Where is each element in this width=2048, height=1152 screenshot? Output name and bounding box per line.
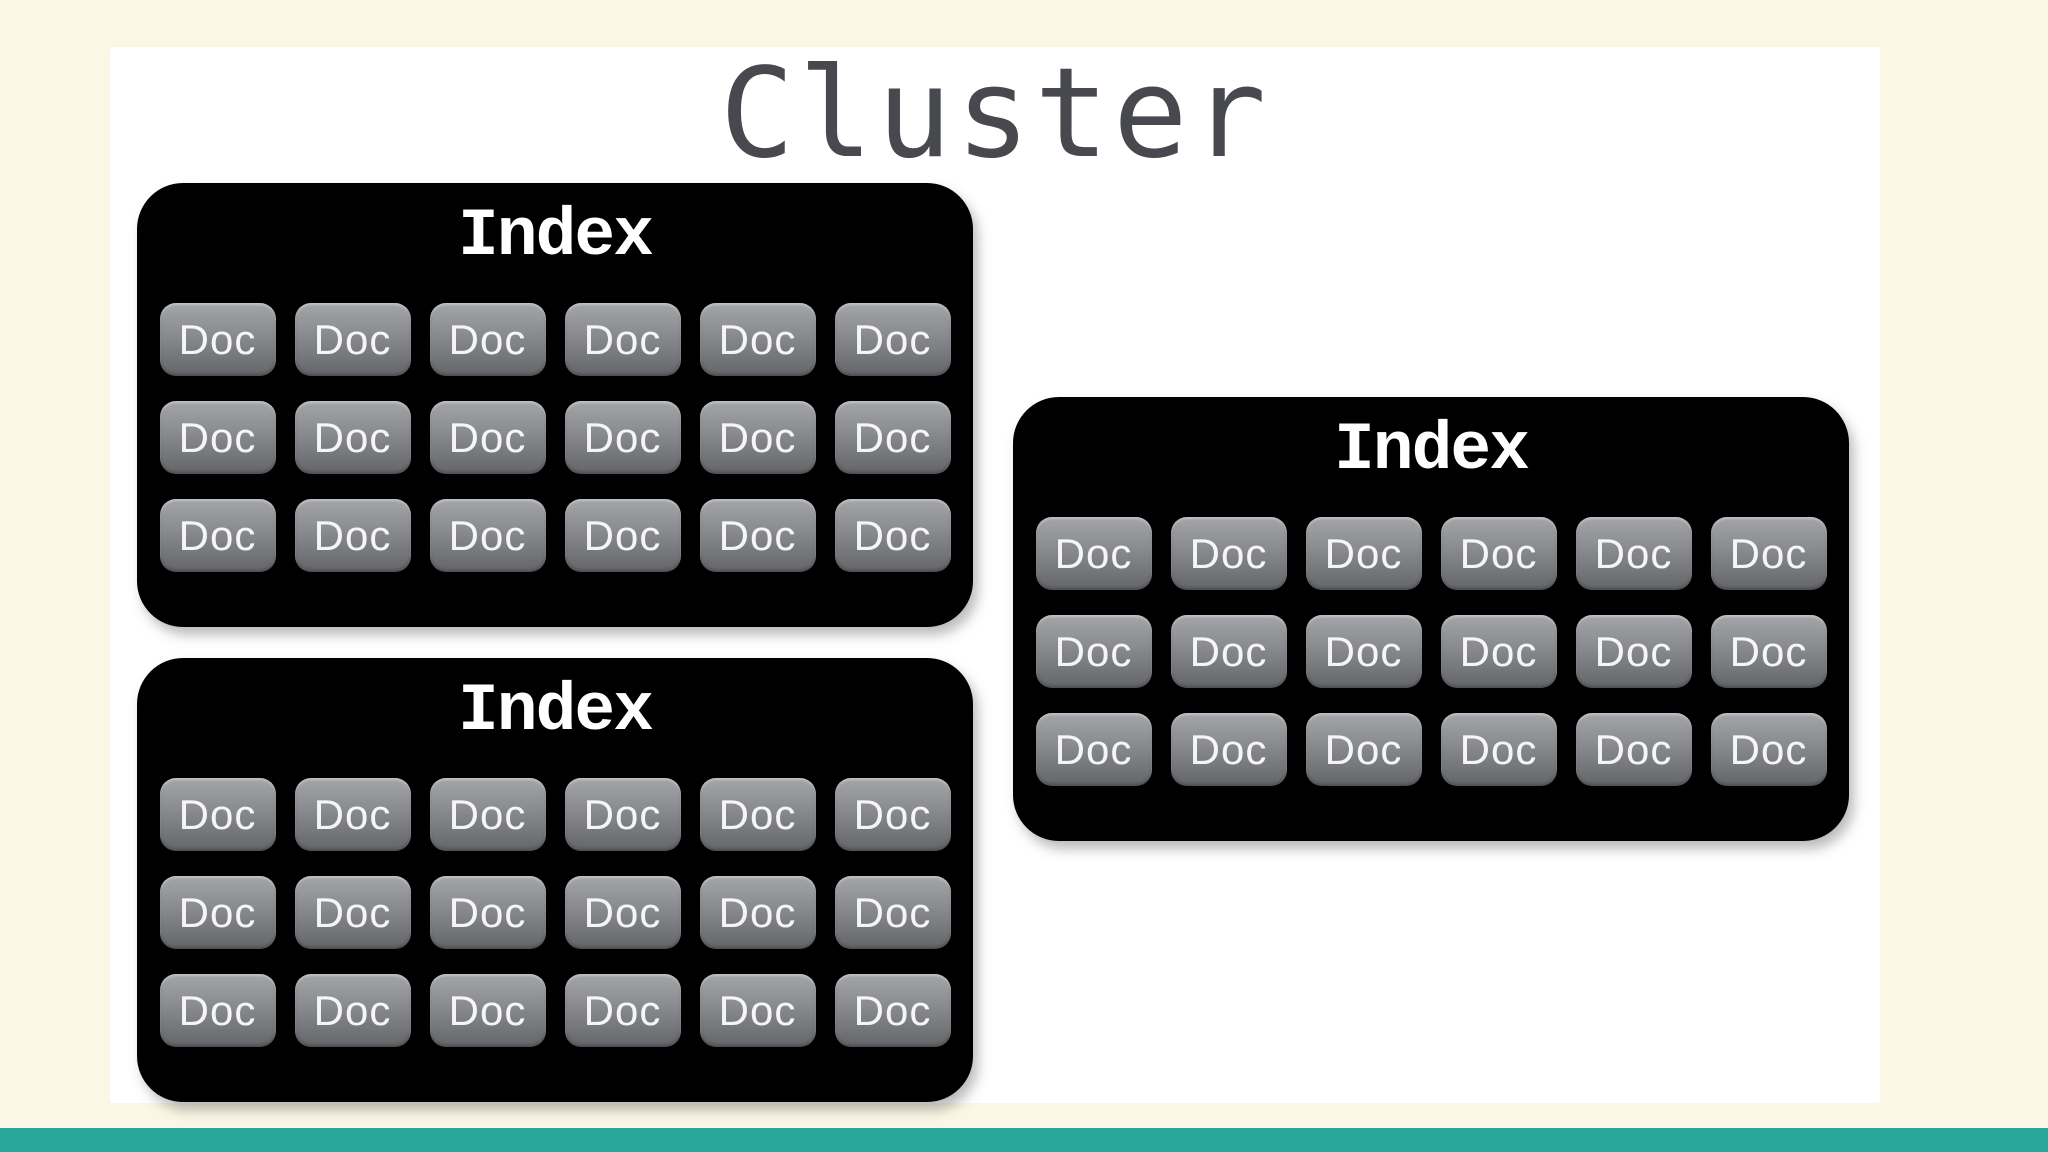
index-box-3-label: Index: [1333, 411, 1530, 489]
doc-chip: Doc: [294, 303, 411, 376]
doc-chip: Doc: [1440, 713, 1557, 786]
doc-chip: Doc: [1035, 713, 1152, 786]
doc-chip: Doc: [699, 974, 816, 1047]
doc-chip: Doc: [1440, 615, 1557, 688]
doc-chip: Doc: [834, 974, 951, 1047]
doc-chip: Doc: [159, 401, 276, 474]
doc-chip: Doc: [429, 303, 546, 376]
doc-chip: Doc: [294, 401, 411, 474]
doc-chip: Doc: [564, 401, 681, 474]
doc-chip: Doc: [159, 499, 276, 572]
doc-chip: Doc: [1440, 517, 1557, 590]
doc-chip: Doc: [1575, 713, 1692, 786]
doc-chip: Doc: [1170, 517, 1287, 590]
doc-chip: Doc: [1710, 713, 1827, 786]
doc-chip: Doc: [699, 401, 816, 474]
doc-chip: Doc: [564, 876, 681, 949]
doc-chip: Doc: [564, 303, 681, 376]
doc-chip: Doc: [429, 974, 546, 1047]
doc-chip: Doc: [429, 876, 546, 949]
doc-chip: Doc: [429, 401, 546, 474]
doc-chip: Doc: [429, 778, 546, 851]
index-box-2-label: Index: [457, 672, 654, 750]
doc-chip: Doc: [429, 499, 546, 572]
doc-chip: Doc: [294, 876, 411, 949]
doc-chip: Doc: [699, 876, 816, 949]
doc-chip: Doc: [564, 974, 681, 1047]
doc-chip: Doc: [1575, 615, 1692, 688]
doc-chip: Doc: [699, 303, 816, 376]
doc-chip: Doc: [1305, 517, 1422, 590]
doc-chip: Doc: [159, 303, 276, 376]
doc-chip: Doc: [834, 778, 951, 851]
doc-chip: Doc: [159, 974, 276, 1047]
doc-chip: Doc: [1305, 615, 1422, 688]
doc-chip: Doc: [294, 778, 411, 851]
cluster-title: Cluster: [719, 42, 1271, 186]
index-box-1-label: Index: [457, 197, 654, 275]
doc-chip: Doc: [159, 876, 276, 949]
doc-chip: Doc: [564, 778, 681, 851]
doc-chip: Doc: [159, 778, 276, 851]
doc-chip: Doc: [1035, 517, 1152, 590]
doc-chip: Doc: [1170, 713, 1287, 786]
doc-chip: Doc: [1035, 615, 1152, 688]
footer-accent-bar: [0, 1128, 2048, 1152]
doc-chip: Doc: [834, 303, 951, 376]
doc-chip: Doc: [699, 778, 816, 851]
doc-chip: Doc: [564, 499, 681, 572]
doc-chip: Doc: [834, 499, 951, 572]
doc-chip: Doc: [1170, 615, 1287, 688]
doc-chip: Doc: [1710, 615, 1827, 688]
doc-chip: Doc: [1710, 517, 1827, 590]
doc-chip: Doc: [834, 401, 951, 474]
doc-chip: Doc: [294, 499, 411, 572]
doc-chip: Doc: [294, 974, 411, 1047]
doc-chip: Doc: [834, 876, 951, 949]
doc-chip: Doc: [1305, 713, 1422, 786]
doc-chip: Doc: [1575, 517, 1692, 590]
doc-chip: Doc: [699, 499, 816, 572]
